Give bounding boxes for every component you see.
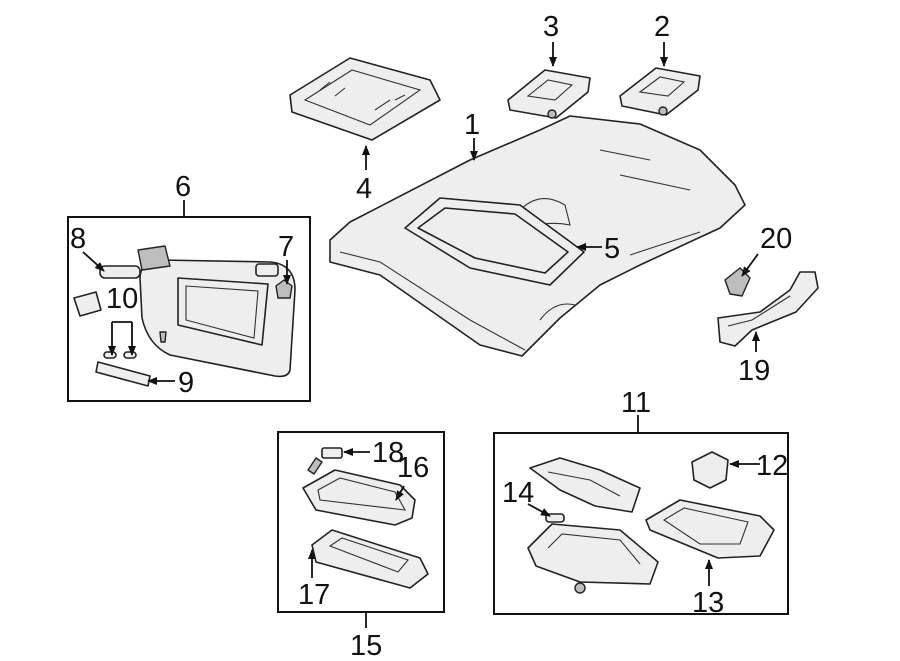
callout-2: 2 [654, 11, 670, 43]
callout-1: 1 [464, 109, 480, 141]
console-base-part [527, 523, 659, 594]
assist-grip-cap-part [724, 267, 751, 297]
map-lamp-lens-part [311, 529, 429, 589]
map-lamp-bulb-part [307, 447, 343, 475]
garnish-right-part [619, 67, 701, 116]
map-lamp-housing-part [302, 469, 416, 526]
callout-9: 9 [178, 367, 194, 399]
visor-screw-part [159, 331, 167, 343]
callout-4: 4 [356, 173, 372, 205]
console-lens-part [645, 499, 775, 559]
console-upper-bracket-part [529, 457, 641, 513]
sunroof-opening-part [404, 197, 585, 286]
overhead-console-frame-part [289, 57, 441, 141]
callout-12: 12 [756, 450, 788, 482]
callout-11: 11 [621, 387, 651, 419]
visor-mirror-cover-part [99, 265, 141, 279]
assist-grip-part [717, 271, 819, 347]
callout-14: 14 [502, 477, 534, 509]
callout-20: 20 [760, 223, 792, 255]
overhead-console-group-box [493, 432, 789, 615]
callout-18: 18 [372, 437, 404, 469]
console-lamp-cover-part [691, 451, 729, 489]
visor-lamp-lens-part [73, 291, 102, 317]
visor-small-pad-part [255, 263, 279, 277]
callout-7: 7 [278, 231, 294, 263]
sun-visor-part [137, 245, 296, 378]
sun-visor-group-box [67, 216, 311, 402]
callout-8: 8 [70, 223, 86, 255]
callout-13: 13 [692, 587, 724, 619]
callout-3: 3 [543, 11, 559, 43]
callout-17: 17 [298, 579, 330, 611]
callout-15: 15 [350, 630, 382, 661]
visor-lamp-strip-part [95, 361, 151, 387]
callout-6: 6 [175, 171, 191, 203]
garnish-left-part [507, 69, 591, 119]
callout-10: 10 [106, 283, 138, 315]
callout-16: 16 [397, 452, 429, 484]
leader-lines [82, 42, 760, 628]
map-lamp-group-box [277, 431, 445, 613]
callout-19: 19 [738, 355, 770, 387]
callout-5: 5 [604, 233, 620, 265]
